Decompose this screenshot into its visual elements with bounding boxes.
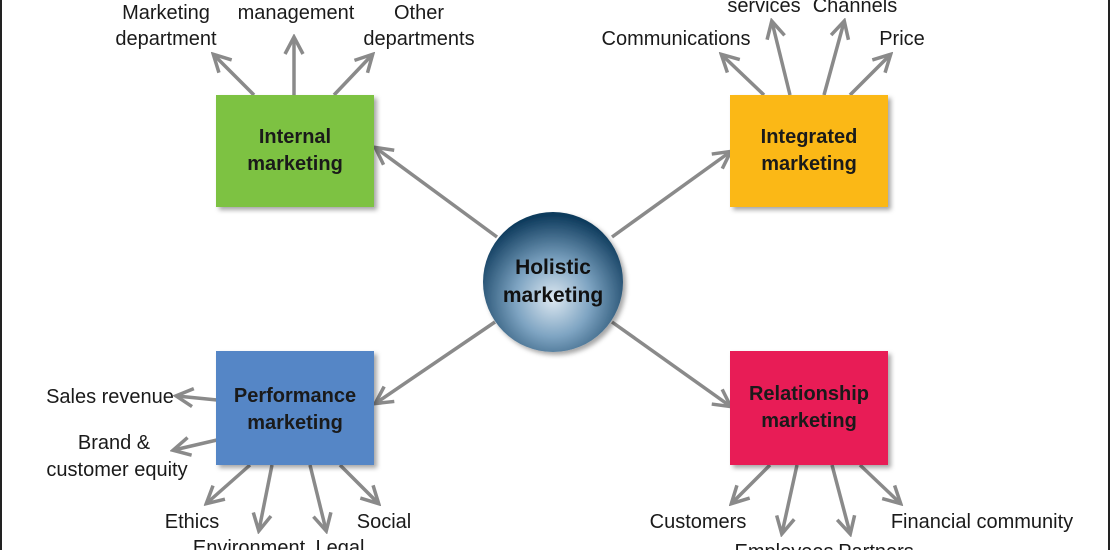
arrow-to-internal <box>376 148 499 239</box>
label-customers: Customers <box>650 511 747 533</box>
arrow-channels <box>822 22 844 96</box>
center-node: Holistic marketing <box>483 212 623 352</box>
label-legal: Legal <box>316 537 365 550</box>
label-brand-equity-1: Brand & <box>78 432 151 454</box>
integrated-arrows <box>722 22 890 97</box>
label-financial-community: Financial community <box>891 511 1073 533</box>
integrated-marketing-box <box>730 95 888 207</box>
label-other-departments-1: Other <box>394 2 444 24</box>
arrow-price <box>848 55 890 97</box>
label-communications: Communications <box>602 28 751 50</box>
relationship-box-line2: marketing <box>761 410 857 432</box>
label-other-departments-2: departments <box>363 28 474 50</box>
arrow-to-relationship <box>610 320 730 406</box>
arrow-legal <box>308 464 326 530</box>
integrated-box-line2: marketing <box>761 153 857 175</box>
arrow-other-departments <box>332 55 372 97</box>
arrow-products-services <box>772 22 792 96</box>
label-channels: Channels <box>813 0 898 17</box>
arrow-to-integrated <box>610 152 730 239</box>
performance-box-line1: Performance <box>234 385 356 407</box>
performance-arrows <box>174 396 378 530</box>
label-employees: Employees <box>735 541 834 550</box>
arrow-customers <box>732 463 772 503</box>
arrow-environment <box>259 464 274 530</box>
center-line1: Holistic <box>515 256 591 279</box>
label-marketing-department-1: Marketing <box>122 2 210 24</box>
label-social: Social <box>357 511 411 533</box>
arrow-sales-revenue <box>177 396 218 400</box>
label-products-services: services <box>727 0 800 17</box>
integrated-box-line1: Integrated <box>761 126 858 148</box>
arrow-employees <box>782 464 799 533</box>
label-partners: Partners <box>838 541 914 550</box>
label-sales-revenue: Sales revenue <box>46 386 174 408</box>
relationship-box-line1: Relationship <box>749 383 869 405</box>
boxes <box>216 95 888 465</box>
label-brand-equity-2: customer equity <box>46 459 187 481</box>
label-environment: Environment <box>193 537 306 550</box>
internal-box-line1: Internal <box>259 126 331 148</box>
relationship-arrows <box>732 463 900 533</box>
relationship-marketing-box <box>730 351 888 465</box>
center-line2: marketing <box>503 284 603 307</box>
center-arrows <box>376 148 730 406</box>
performance-marketing-box <box>216 351 374 465</box>
label-senior-management: management <box>238 2 355 24</box>
internal-marketing-box <box>216 95 374 207</box>
internal-box-line2: marketing <box>247 153 343 175</box>
arrow-communications <box>722 55 766 97</box>
arrow-marketing-department <box>214 55 256 97</box>
arrow-partners <box>830 464 850 533</box>
performance-box-line2: marketing <box>247 412 343 434</box>
arrow-brand-equity <box>174 440 218 450</box>
arrow-social <box>338 463 378 503</box>
internal-arrows <box>214 38 372 97</box>
label-marketing-department-2: department <box>115 28 217 50</box>
center-circle <box>483 212 623 352</box>
label-price: Price <box>879 28 925 50</box>
arrow-financial-community <box>858 463 900 503</box>
arrow-ethics <box>207 463 252 503</box>
arrow-to-performance <box>376 320 496 403</box>
label-ethics: Ethics <box>165 511 219 533</box>
